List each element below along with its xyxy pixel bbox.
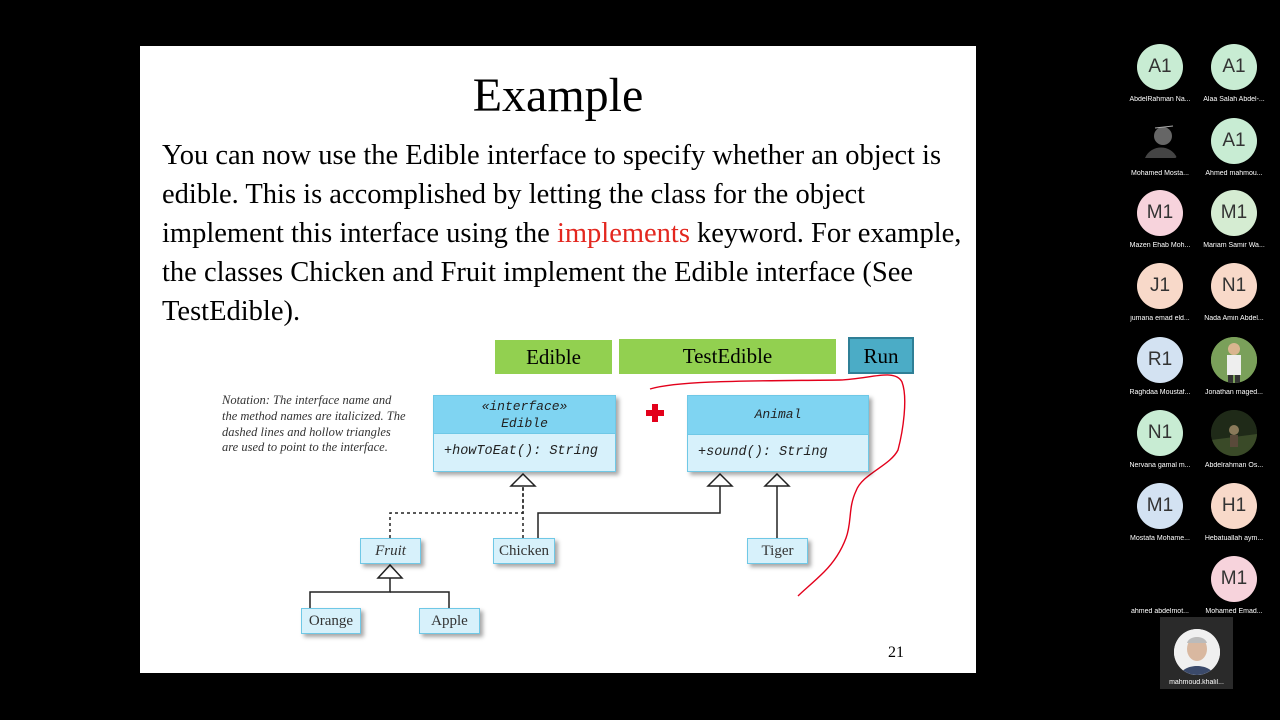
participant-tile[interactable]: M1 Mohamed Emad...	[1198, 556, 1270, 615]
uml-connectors	[309, 374, 906, 608]
edible-name: Edible	[501, 416, 548, 431]
slide-body-text: You can now use the Edible interface to …	[162, 136, 962, 331]
edible-triangle	[509, 472, 537, 487]
participant-tile[interactable]: A1 Alaa Salah Abdel-...	[1198, 44, 1270, 103]
animal-method: +sound(): String	[698, 445, 828, 460]
implements-keyword: implements	[556, 218, 690, 249]
participant-name: Mariam Samir Wa...	[1203, 242, 1265, 249]
profile-photo-icon	[1173, 629, 1220, 675]
red-pen-annotation	[649, 374, 906, 597]
avatar: A1	[1137, 44, 1183, 90]
participant-name: Mohamed Mosta...	[1131, 170, 1189, 177]
participant-name: Mohamed Emad...	[1205, 608, 1263, 615]
participant-tile[interactable]: M1 Mostafa Mohame...	[1124, 483, 1196, 542]
notation-text: Notation: The interface name and the met…	[222, 393, 406, 455]
participant-tile[interactable]: A1 Ahmed mahmou...	[1198, 118, 1270, 177]
avatar: N1	[1211, 263, 1257, 309]
self-view-tile[interactable]: mahmoud.khalil...	[1160, 617, 1233, 689]
avatar: N1	[1137, 410, 1183, 456]
self-avatar	[1173, 629, 1220, 675]
participant-name: Alaa Salah Abdel-...	[1203, 96, 1265, 103]
body-text-part-2: keyword. For example, the classes Chicke…	[162, 218, 962, 327]
participant-name: Nervana gamal m...	[1129, 462, 1191, 469]
participant-tile[interactable]: J1 jumana emad eld...	[1124, 263, 1196, 322]
chicken-animal-line	[537, 486, 721, 538]
edible-interface-box: «interface» Edible +howToEat(): String	[433, 395, 616, 472]
interface-stereotype: «interface»	[481, 399, 568, 414]
self-name: mahmoud.khalil...	[1169, 679, 1224, 686]
orange-fruit-line	[309, 578, 391, 608]
profile-photo-icon	[1211, 337, 1257, 383]
participant-tile[interactable]: N1 Nada Amin Abdel...	[1198, 263, 1270, 322]
dark-avatar-photo	[1137, 118, 1183, 164]
participant-tile[interactable]: Abdelrahman Os...	[1198, 410, 1270, 469]
blank-video	[1137, 556, 1183, 602]
avatar: A1	[1211, 118, 1257, 164]
participant-name: ahmed abdelmot...	[1131, 608, 1189, 615]
avatar: J1	[1137, 263, 1183, 309]
participant-tile[interactable]: M1 Mariam Samir Wa...	[1198, 190, 1270, 249]
fruit-triangle	[376, 563, 404, 579]
person-photo	[1211, 337, 1257, 383]
slide-title: Example	[472, 69, 644, 122]
fruit-edible-dashed-line	[389, 486, 524, 538]
participant-name: Jonathan maged...	[1205, 389, 1263, 396]
animal-triangle-2	[763, 472, 791, 487]
profile-photo-icon	[1145, 125, 1177, 158]
animal-triangle-1	[706, 472, 734, 487]
participant-name: jumana emad eld...	[1130, 315, 1190, 322]
run-button[interactable]: Run	[848, 337, 914, 374]
chicken-class-box: Chicken	[493, 538, 555, 564]
participant-name: Mazen Ehab Moh...	[1129, 242, 1191, 249]
participant-tile[interactable]: H1 Hebatuallah aym...	[1198, 483, 1270, 542]
slide: Example You can now use the Edible inter…	[140, 46, 976, 673]
avatar: M1	[1137, 483, 1183, 529]
participant-tile[interactable]: M1 Mazen Ehab Moh...	[1124, 190, 1196, 249]
avatar: H1	[1211, 483, 1257, 529]
avatar: M1	[1137, 190, 1183, 236]
apple-class-box: Apple	[419, 608, 480, 634]
edible-box-header: «interface» Edible	[434, 396, 615, 434]
participant-tile[interactable]: ahmed abdelmot...	[1124, 556, 1196, 615]
page-number: 21	[888, 644, 904, 661]
participant-name: Abdelrahman Os...	[1204, 462, 1264, 469]
fruit-class-box: Fruit	[360, 538, 421, 564]
participant-name: Ahmed mahmou...	[1205, 170, 1263, 177]
edible-link-button[interactable]: Edible	[495, 340, 612, 374]
participant-name: Raghdaa Moustaf...	[1129, 389, 1191, 396]
participant-name: Nada Amin Abdel...	[1204, 315, 1264, 322]
body-text-part-1: You can now use the Edible interface to …	[162, 140, 942, 249]
participant-tile[interactable]: Jonathan maged...	[1198, 337, 1270, 396]
apple-fruit-line	[390, 591, 450, 608]
orange-class-box: Orange	[301, 608, 361, 634]
avatar: M1	[1211, 190, 1257, 236]
participant-tile[interactable]: R1 Raghdaa Moustaf...	[1124, 337, 1196, 396]
animal-class-box: Animal +sound(): String	[687, 395, 869, 472]
profile-photo-icon	[1211, 410, 1257, 456]
animal-name: Animal	[688, 396, 868, 435]
participant-name: AbdelRahman Na...	[1129, 96, 1191, 103]
tiger-class-box: Tiger	[747, 538, 808, 564]
participant-tile[interactable]: N1 Nervana gamal m...	[1124, 410, 1196, 469]
red-cross-mark	[646, 404, 664, 422]
edible-method: +howToEat(): String	[444, 444, 598, 459]
participant-name: Hebatuallah aym...	[1204, 535, 1264, 542]
avatar: A1	[1211, 44, 1257, 90]
avatar: M1	[1211, 556, 1257, 602]
participant-tile[interactable]: Mohamed Mosta...	[1124, 118, 1196, 177]
test-edible-link-button[interactable]: TestEdible	[619, 339, 836, 374]
avatar: R1	[1137, 337, 1183, 383]
participant-tile[interactable]: A1 AbdelRahman Na...	[1124, 44, 1196, 103]
participant-name: Mostafa Mohame...	[1130, 535, 1190, 542]
scene-photo	[1211, 410, 1257, 456]
